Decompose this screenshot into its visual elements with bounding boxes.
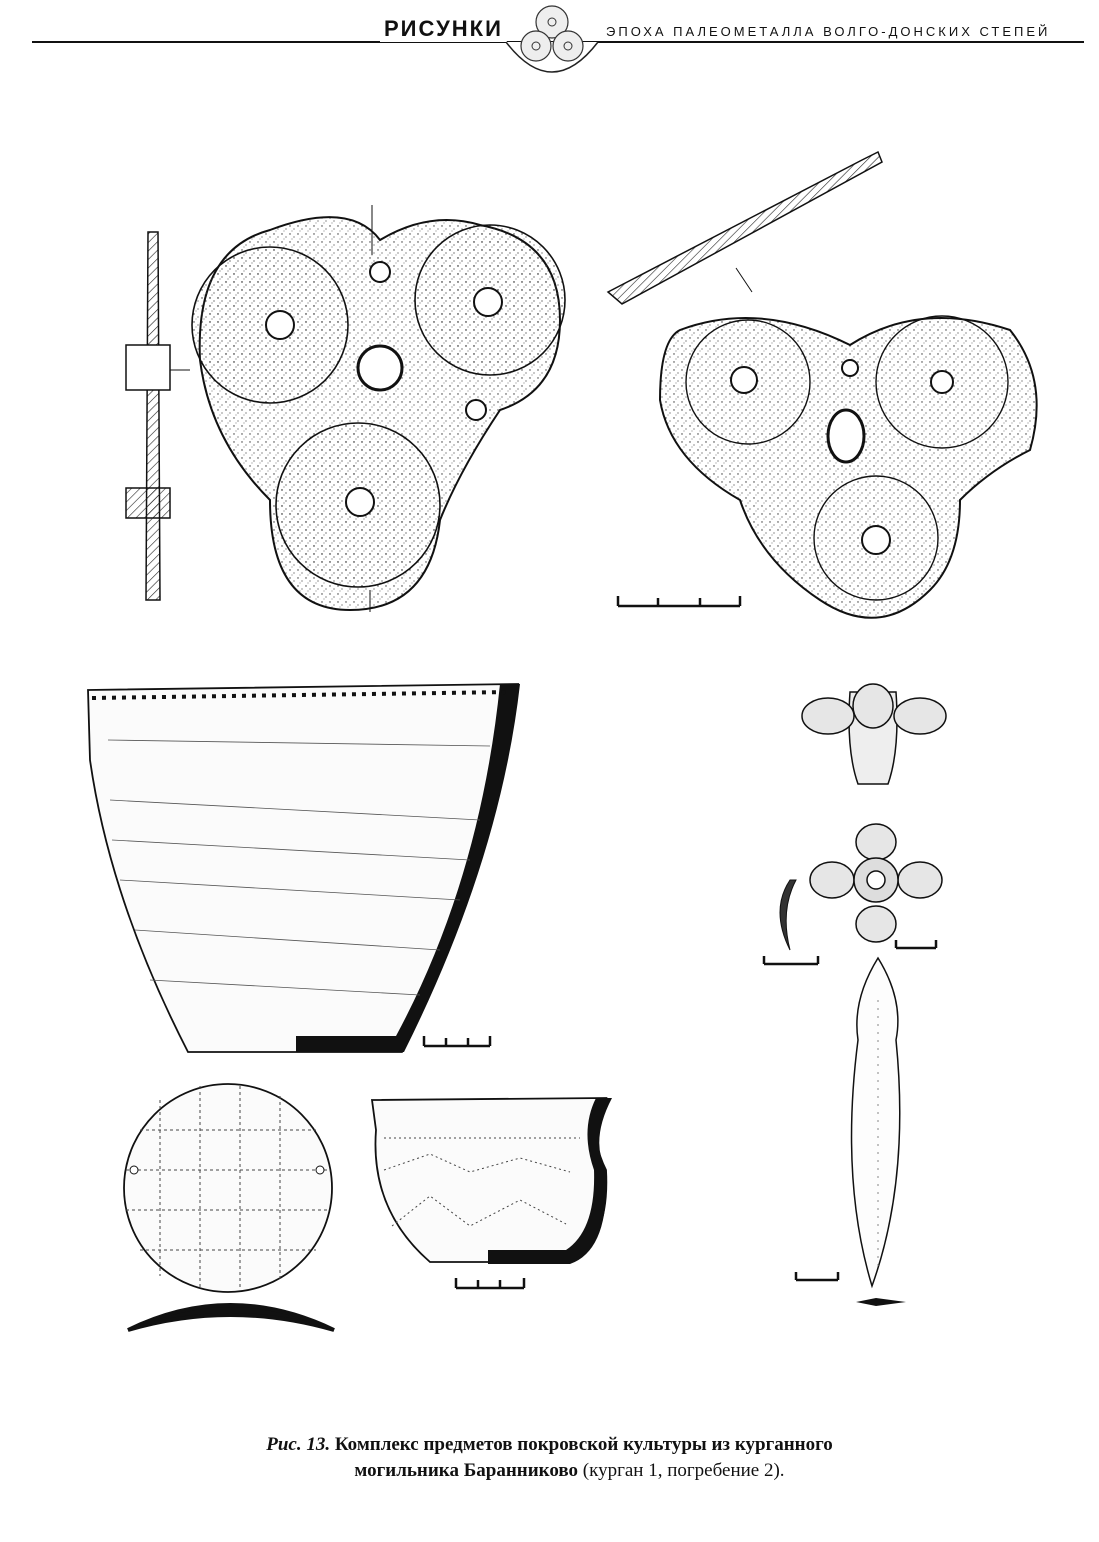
gridded-disc-drawing [123,1083,335,1332]
figure-label: Рис. 13. [266,1434,331,1455]
pendant-side-profile [606,150,883,305]
figure-caption: Рис. 13. Комплекс предметов покровской к… [0,1432,1099,1484]
header-section-title: РИСУНКИ [380,16,507,42]
small-vessel-drawing [370,1097,612,1264]
scale-bar-small-vessel [454,1278,526,1290]
caption-title-line2: могильника Баранниково [354,1460,579,1481]
artifact-plate [87,150,1038,1332]
lobed-bead-front-view [779,823,943,951]
caption-line2: могильника Баранниково (курган 1, погреб… [0,1458,1099,1484]
scale-bar-blade [794,1272,840,1282]
caption-burial-note: (курган 1, погребение 2). [582,1460,785,1481]
lobed-bead-top-view [801,683,947,785]
header-series-title: ЭПОХА ПАЛЕОМЕТАЛЛА ВОЛГО-ДОНСКИХ СТЕПЕЙ [604,24,1053,39]
scale-bar-vessel [422,1036,492,1048]
triple-disc-pendant-back [658,315,1038,619]
pendant-profile-drawing [125,231,190,601]
blade-drawing [850,956,906,1306]
triple-disc-pendant-front [191,205,566,612]
header-emblem-icon [505,5,599,73]
large-vessel-drawing [87,683,520,1053]
scale-bar-pendant [616,596,742,608]
caption-title-line1: Комплекс предметов покровской культуры и… [334,1434,833,1455]
scale-bar-bead [762,940,938,966]
